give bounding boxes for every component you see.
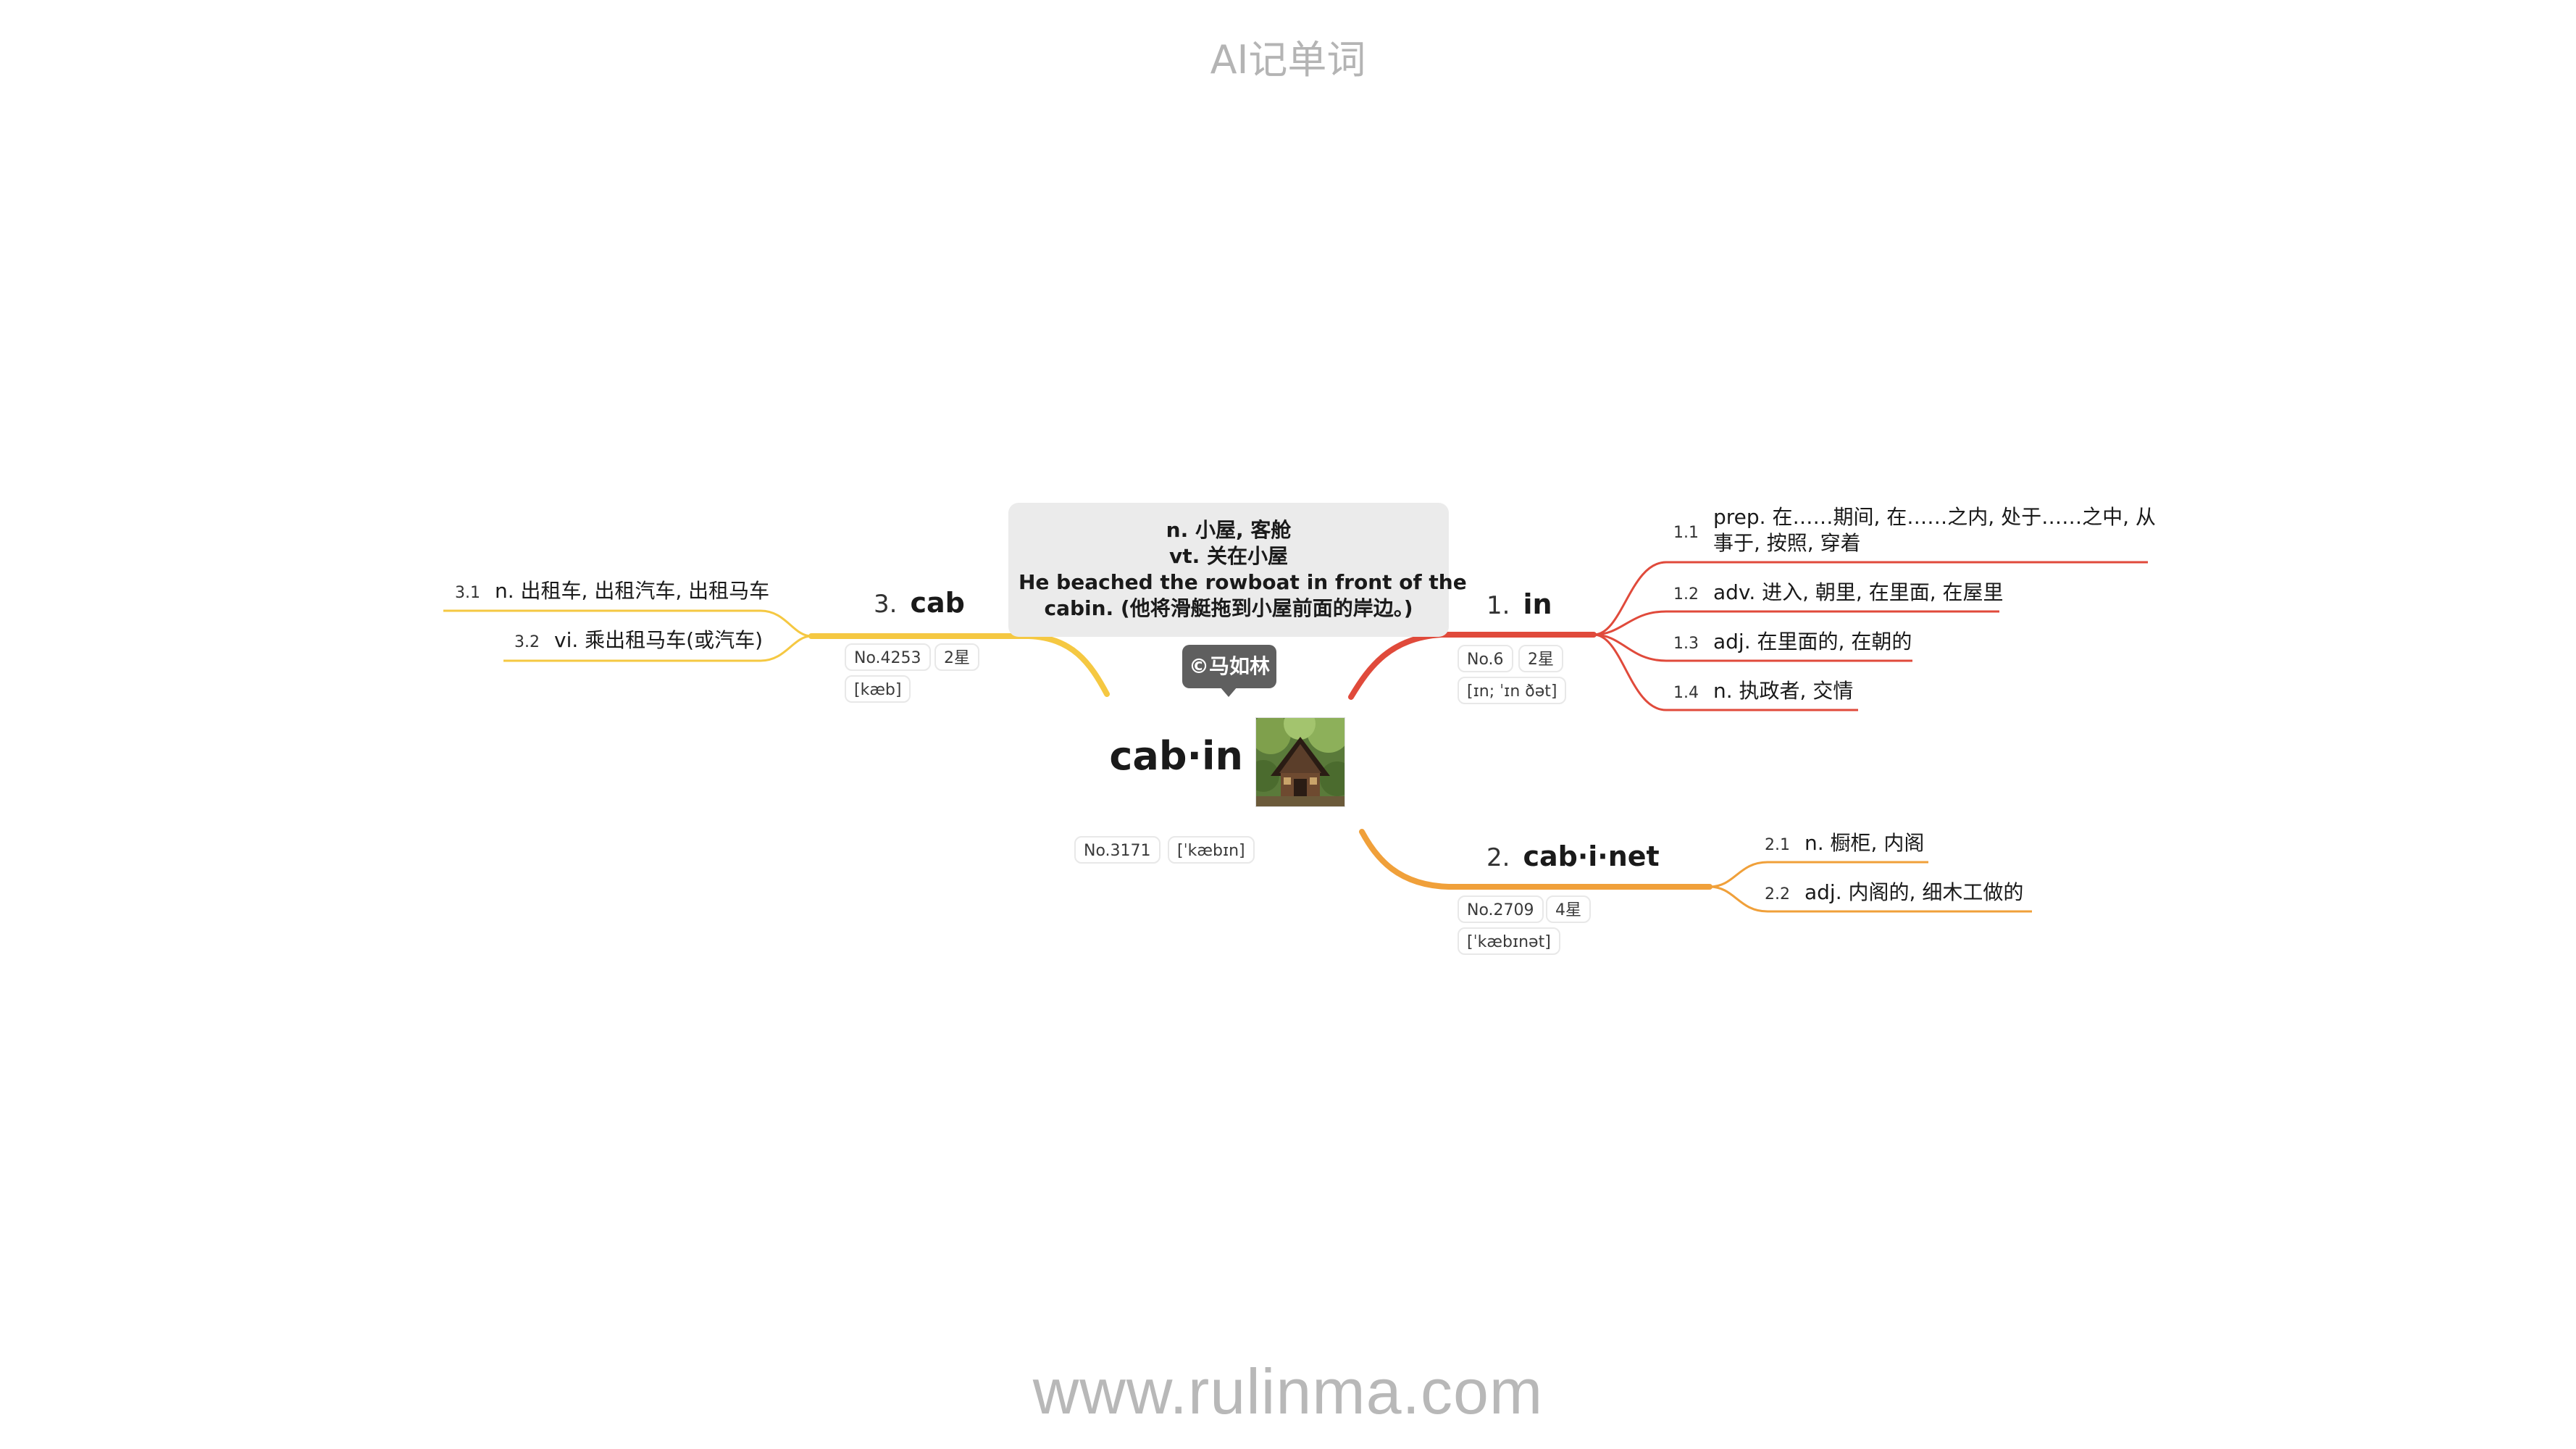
def-2-2-text: adj. 内阁的, 细木工做的 [1805, 880, 2024, 904]
branch-3-number-chip: No.4253 [845, 643, 931, 671]
def-3-1-connector [443, 609, 812, 638]
branch-1-word: in [1523, 588, 1552, 620]
branch-3-word: cab [910, 587, 965, 619]
tooltip-line-1: n. 小屋, 客舱 [1166, 518, 1292, 542]
def-3-2: 3.2 vi. 乘出租马车(或汽车) [514, 627, 763, 656]
def-2-1-connector [1709, 861, 1928, 888]
author-badge-pointer [1220, 687, 1237, 697]
branch-3-phonetic-chip: [kæb] [845, 675, 911, 703]
branch-2-connector [1359, 829, 1713, 890]
def-1-2: 1.2 adv. 进入, 朝里, 在里面, 在屋里 [1673, 580, 2004, 608]
branch-1-phonetic-chip: [ɪn; ˈɪn ðət] [1458, 677, 1567, 704]
def-3-2-num: 3.2 [514, 633, 540, 651]
def-1-2-connector [1593, 610, 1999, 636]
central-word[interactable]: cab·in [1109, 733, 1243, 779]
def-3-1: 3.1 n. 出租车, 出租汽车, 出租马车 [455, 578, 769, 606]
def-1-3-connector [1593, 633, 1912, 662]
def-2-2: 2.2 adj. 内阁的, 细木工做的 [1765, 880, 2023, 908]
branch-2-word: cab·i·net [1523, 840, 1660, 872]
site-watermark: www.rulinma.com [1032, 1356, 1544, 1427]
def-1-1-connector [1593, 561, 2148, 636]
def-3-1-text: n. 出租车, 出租汽车, 出租马车 [495, 579, 770, 603]
branch-2-phonetic-chip: [ˈkæbɪnət] [1458, 927, 1560, 955]
branch-1-index: 1. [1486, 591, 1510, 620]
def-2-1-text: n. 橱柜, 内阁 [1805, 831, 1925, 855]
def-1-3-text: adj. 在里面的, 在朝的 [1713, 630, 1912, 653]
cabin-photo-icon [1255, 717, 1345, 807]
branch-2-index: 2. [1486, 843, 1510, 872]
branch-3-stars-chip: 2星 [934, 643, 979, 671]
def-1-4: 1.4 n. 执政者, 交情 [1673, 678, 1853, 706]
def-2-1: 2.1 n. 橱柜, 内阁 [1765, 830, 1924, 859]
definition-tooltip: n. 小屋, 客舱 vt. 关在小屋 He beached the rowboa… [1008, 503, 1467, 637]
def-1-1-text: prep. 在……期间, 在……之内, 处于……之中, 从事于, 按照, 穿着 [1713, 505, 2156, 555]
def-1-3: 1.3 adj. 在里面的, 在朝的 [1673, 629, 1912, 657]
def-1-2-num: 1.2 [1673, 585, 1699, 604]
def-1-2-text: adv. 进入, 朝里, 在里面, 在屋里 [1713, 580, 2004, 604]
page-title: AI记单词 [1210, 37, 1366, 83]
central-number-chip: No.3171 [1074, 836, 1161, 864]
def-2-2-connector [1709, 885, 2032, 913]
def-1-3-num: 1.3 [1673, 635, 1699, 653]
def-1-1-num: 1.1 [1673, 524, 1699, 542]
def-3-2-connector [503, 635, 812, 662]
author-badge: ©马如林 [1182, 645, 1276, 688]
def-1-1: 1.1 prep. 在……期间, 在……之内, 处于……之中, 从事于, 按照, … [1673, 504, 2162, 556]
branch-2-stars-chip: 4星 [1546, 895, 1591, 923]
branch-3-label[interactable]: 3. cab [874, 587, 965, 619]
branch-1-stars-chip: 2星 [1518, 645, 1563, 672]
tooltip-line-4: cabin. (他将滑艇拖到小屋前面的岸边。) [1044, 596, 1413, 620]
branch-2-label[interactable]: 2. cab·i·net [1486, 840, 1660, 872]
branch-1-label[interactable]: 1. in [1486, 588, 1552, 620]
central-phonetic-chip: [ˈkæbɪn] [1168, 836, 1255, 864]
tooltip-line-2: vt. 关在小屋 [1168, 544, 1289, 568]
def-1-4-num: 1.4 [1673, 684, 1699, 702]
def-3-1-num: 3.1 [455, 584, 480, 602]
tooltip-line-3: He beached the rowboat in front of the [1019, 570, 1467, 594]
def-1-4-connector [1593, 633, 1858, 711]
def-2-1-num: 2.1 [1765, 836, 1790, 854]
def-1-4-text: n. 执政者, 交情 [1713, 679, 1854, 703]
branch-1-number-chip: No.6 [1458, 645, 1513, 672]
def-2-2-num: 2.2 [1765, 885, 1790, 903]
branch-3-index: 3. [874, 590, 898, 619]
branch-2-number-chip: No.2709 [1458, 895, 1544, 923]
def-3-2-text: vi. 乘出租马车(或汽车) [554, 628, 763, 652]
